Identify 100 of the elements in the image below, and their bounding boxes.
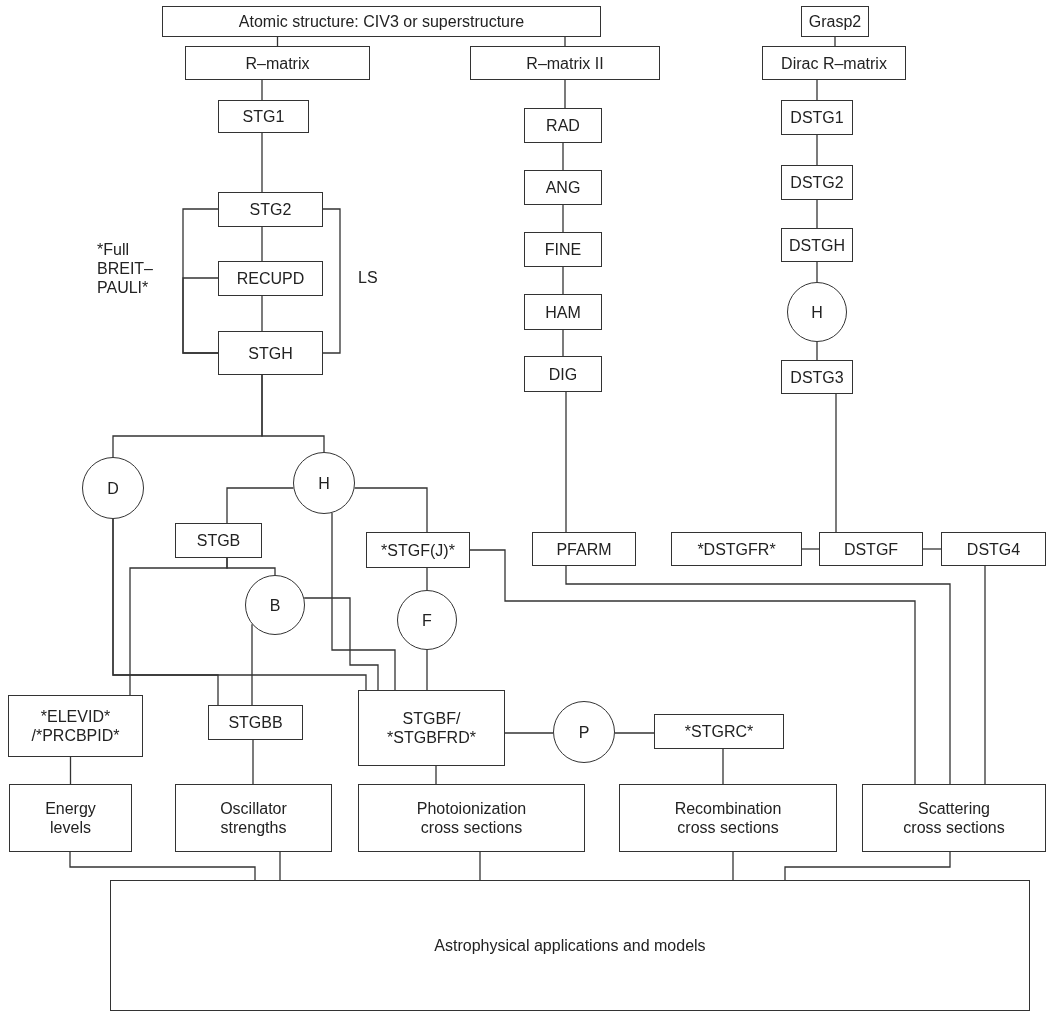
connector-line xyxy=(251,623,253,706)
connector-line xyxy=(252,739,254,785)
process-box xyxy=(671,532,802,566)
process-box xyxy=(175,784,332,852)
process-box xyxy=(524,232,602,267)
connector-line xyxy=(129,557,228,696)
circle-node xyxy=(397,590,457,650)
connector-line xyxy=(835,393,837,533)
node-text: Grasp2 xyxy=(808,12,862,31)
connector-line xyxy=(816,199,818,229)
process-box xyxy=(470,46,660,80)
process-box xyxy=(941,532,1046,566)
node-text: Recombination cross sections xyxy=(673,799,783,837)
process-box xyxy=(524,356,602,392)
circle-node xyxy=(245,575,305,635)
node-text: PFARM xyxy=(556,539,612,559)
process-box xyxy=(781,165,853,200)
connector-line xyxy=(261,132,263,193)
connector-line xyxy=(261,374,325,453)
node-text: *ELEVID* /*PRCBPID* xyxy=(30,707,121,745)
process-box xyxy=(8,695,143,757)
connector-line xyxy=(562,329,564,357)
process-box xyxy=(9,784,132,852)
node-text: DSTGH xyxy=(789,235,845,255)
circle-node xyxy=(787,282,847,342)
connector-line xyxy=(504,732,554,734)
node-text: R–matrix xyxy=(245,53,310,73)
connector-line xyxy=(69,756,72,785)
process-box xyxy=(366,532,470,568)
process-box xyxy=(524,108,602,143)
process-box xyxy=(358,784,585,852)
node-text: DSTG4 xyxy=(966,539,1021,559)
connector-line xyxy=(834,36,836,47)
process-box xyxy=(781,360,853,394)
connector-line xyxy=(801,548,820,550)
connector-line xyxy=(479,851,481,881)
node-text: *STGRC* xyxy=(684,722,754,741)
node-text: B xyxy=(269,595,281,615)
process-box xyxy=(762,46,906,80)
node-text: Oscillator strengths xyxy=(219,799,288,837)
node-text: Scattering cross sections xyxy=(902,799,1006,837)
connector-line xyxy=(226,487,295,524)
connector-line xyxy=(469,549,916,785)
connector-line xyxy=(322,208,341,354)
connector-line xyxy=(564,36,566,47)
process-box xyxy=(175,523,262,558)
node-text: STGBF/ *STGBFRD* xyxy=(386,709,477,747)
connector-line xyxy=(261,79,263,101)
process-box xyxy=(162,6,601,37)
node-text: RECUPD xyxy=(236,269,305,288)
node-text: DSTG2 xyxy=(790,173,844,192)
connector-line xyxy=(816,261,818,283)
connector-line xyxy=(565,565,951,785)
process-box xyxy=(781,100,853,135)
process-box xyxy=(218,100,309,133)
process-box xyxy=(218,261,323,296)
connector-line xyxy=(984,565,986,785)
process-box xyxy=(110,880,1030,1011)
node-text: RAD xyxy=(546,116,580,135)
process-box xyxy=(619,784,837,852)
process-box xyxy=(524,170,602,205)
process-box xyxy=(654,714,784,749)
connector-line xyxy=(261,226,263,262)
node-text: *STGF(J)* xyxy=(381,540,455,560)
node-text: STG2 xyxy=(249,200,292,219)
node-text: STGH xyxy=(248,343,293,363)
node-text: HAM xyxy=(545,302,581,322)
node-text: Atomic structure: CIV3 or superstructure xyxy=(238,12,525,31)
node-text: DSTG1 xyxy=(790,108,844,127)
connector-line xyxy=(816,134,818,166)
connector-line xyxy=(922,548,942,550)
process-box xyxy=(358,690,505,766)
connector-line xyxy=(112,518,367,691)
node-text: R–matrix II xyxy=(526,53,604,73)
process-box xyxy=(218,331,323,375)
annotation-label: *Full BREIT– PAULI* xyxy=(97,240,154,297)
connector-line xyxy=(279,851,281,881)
connector-line xyxy=(69,851,256,881)
node-text: H xyxy=(318,473,330,493)
connector-line xyxy=(331,512,396,691)
node-text: D xyxy=(107,478,119,498)
process-box xyxy=(532,532,636,566)
node-text: FINE xyxy=(544,240,582,259)
connector-line xyxy=(562,266,564,295)
node-text: DIG xyxy=(548,364,578,384)
node-text: ANG xyxy=(545,178,581,197)
node-text: STGB xyxy=(196,531,241,550)
connector-line xyxy=(562,142,564,171)
node-text: Energy levels xyxy=(44,799,97,837)
process-box xyxy=(185,46,370,80)
node-text: H xyxy=(811,302,823,322)
annotation-label: LS xyxy=(358,268,379,287)
connector-line xyxy=(562,204,564,233)
connector-line xyxy=(722,748,724,785)
process-box xyxy=(862,784,1046,852)
connector-line xyxy=(784,851,951,881)
node-text: Astrophysical applications and models xyxy=(434,936,706,955)
node-text: DSTGF xyxy=(843,539,899,559)
connector-line xyxy=(353,487,428,533)
process-box xyxy=(781,228,853,262)
